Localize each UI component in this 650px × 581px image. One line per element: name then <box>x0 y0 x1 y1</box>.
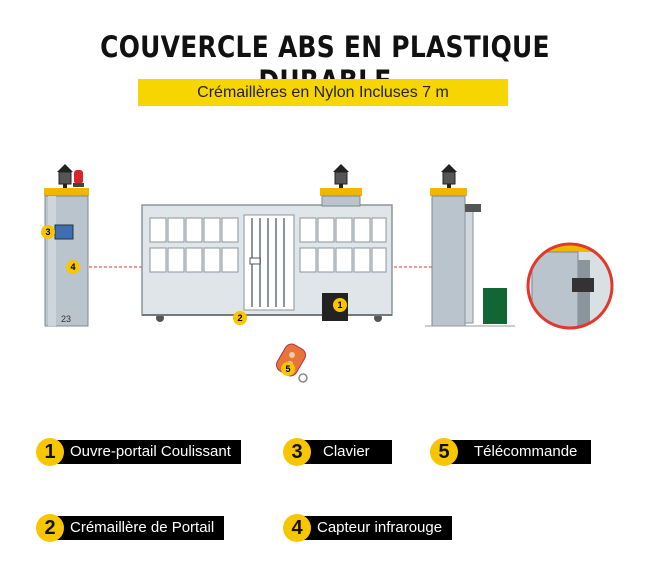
legend-item-5: 5 Télécommande <box>430 438 610 466</box>
warning-light-icon <box>73 170 84 187</box>
receiver-box-icon <box>483 288 507 324</box>
legend-label: Ouvre-portail Coulissant <box>50 440 241 464</box>
legend-label: Télécommande <box>444 440 592 464</box>
legend-label: Clavier <box>297 440 392 464</box>
remote-control-icon <box>276 343 308 383</box>
svg-text:1: 1 <box>337 300 342 310</box>
legend-number: 5 <box>430 438 458 466</box>
left-pillar: 23 <box>44 164 89 327</box>
legend-number: 1 <box>36 438 64 466</box>
middle-pillar <box>320 164 362 207</box>
legend-item-4: 4 Capteur infrarouge <box>283 514 463 542</box>
lamp-icon <box>57 164 73 188</box>
zoom-detail <box>526 242 614 330</box>
legend-label: Capteur infrarouge <box>297 516 453 540</box>
gate-diagram: 23 <box>41 164 614 383</box>
marker-5: 5 <box>281 362 295 376</box>
marker-4: 4 <box>66 260 80 274</box>
legend-item-1: 1 Ouvre-portail Coulissant <box>36 438 266 466</box>
svg-text:5: 5 <box>285 364 290 374</box>
keypad-icon <box>54 224 74 240</box>
marker-1: 1 <box>333 298 347 312</box>
svg-text:2: 2 <box>237 313 242 323</box>
legend-number: 3 <box>283 438 311 466</box>
subtitle-banner: Crémaillères en Nylon Incluses 7 m <box>138 79 508 106</box>
legend-item-3: 3 Clavier <box>283 438 401 466</box>
legend-item-2: 2 Crémaillère de Portail <box>36 514 256 542</box>
marker-3: 3 <box>41 225 55 239</box>
legend-number: 4 <box>283 514 311 542</box>
sliding-gate <box>141 204 393 322</box>
legend-number: 2 <box>36 514 64 542</box>
svg-text:4: 4 <box>70 262 75 272</box>
right-pillar <box>425 164 515 327</box>
legend-label: Crémaillère de Portail <box>50 516 225 540</box>
pillar-number: 23 <box>61 314 71 324</box>
marker-2: 2 <box>233 311 247 325</box>
svg-text:3: 3 <box>45 227 50 237</box>
